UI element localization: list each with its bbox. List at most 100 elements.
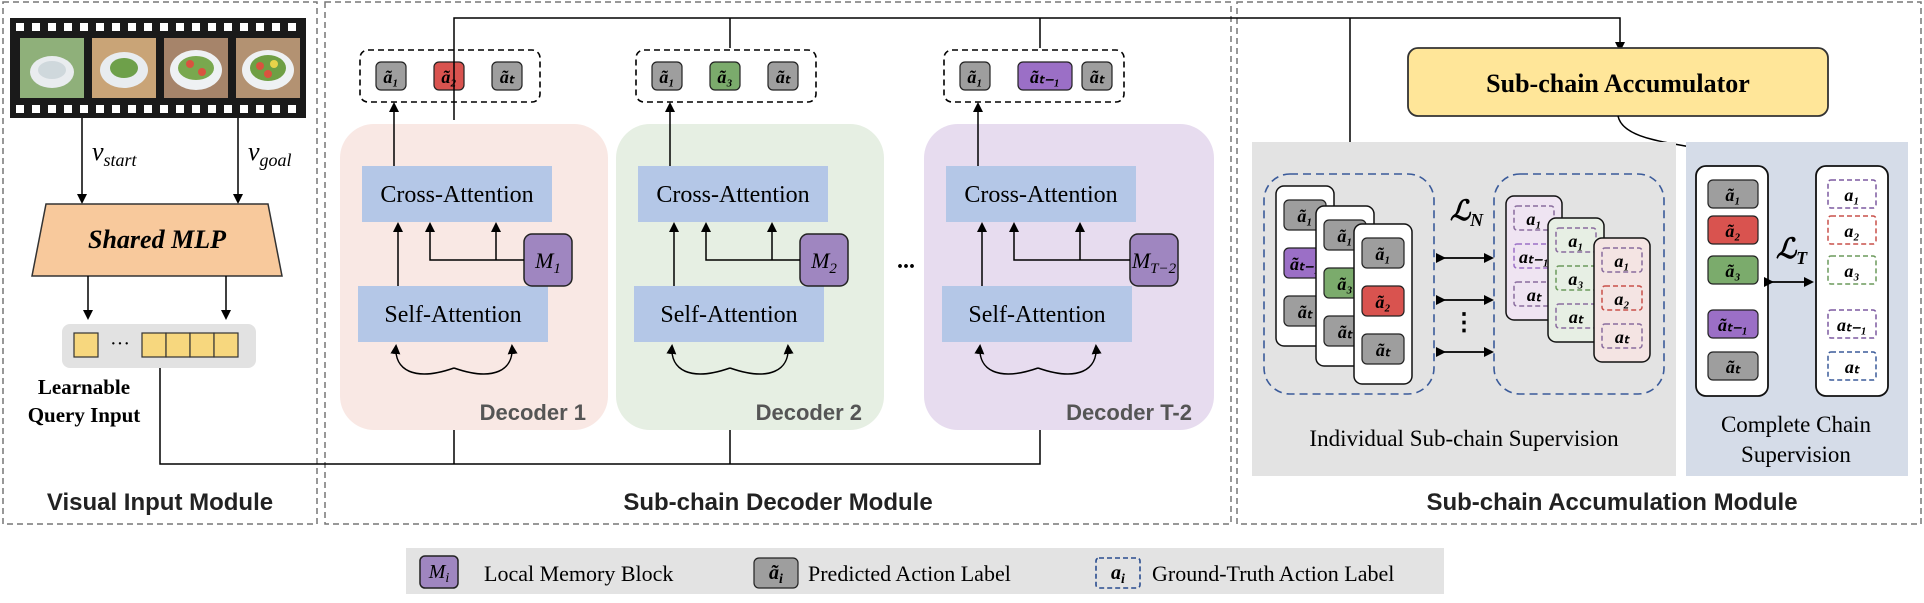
action-label: ã₁	[383, 67, 398, 87]
ground-truth-chip	[1601, 285, 1643, 311]
memory-symbol: M	[810, 248, 831, 273]
memory-symbol: M	[1131, 248, 1152, 273]
predicted-chip	[651, 61, 683, 91]
action-label: aₜ₋₁	[1837, 315, 1867, 335]
predicted-chip	[709, 61, 741, 91]
memory-to-cross-arrow	[1009, 222, 1130, 261]
cross-attention-block	[362, 166, 552, 222]
accumulation-internals: ã₁ãₜ₋₁ãₜã₁ã₃ãₜã₁ã₂ãₜa₁aₜ₋₁aₜa₁a…	[1263, 165, 1889, 397]
self-attention-block	[358, 286, 548, 342]
query-token	[213, 332, 239, 358]
legend-ground-truth-text: Ground-Truth Action Label	[1152, 561, 1394, 586]
ground-truth-chip	[1827, 351, 1877, 381]
action-label: ã₂	[1375, 292, 1390, 312]
action-label: ãₜ	[1726, 357, 1741, 377]
self-attention-block	[634, 286, 824, 342]
decoder-name: Decoder T-2	[1066, 400, 1192, 425]
v-goal-label: vgoal	[248, 137, 292, 170]
action-label: ãₜ₋₁	[1030, 67, 1060, 87]
film-sprocket	[16, 105, 24, 113]
self-attention-label: Self-Attention	[660, 302, 797, 328]
legend-memory-icon	[419, 555, 459, 589]
accumulation-module-frame	[1236, 1, 1922, 525]
query-token	[189, 332, 215, 358]
action-label: ãₜ	[1090, 67, 1105, 87]
local-memory-label: MT−2	[1131, 248, 1177, 277]
film-sprocket	[144, 23, 152, 31]
predicted-chip	[1707, 215, 1759, 245]
decoder-name: Decoder 2	[756, 400, 862, 425]
film-sprocket	[240, 23, 248, 31]
ground-truth-chip	[1513, 205, 1555, 231]
predicted-subchains-group	[1263, 173, 1435, 395]
ground-truth-chip	[1601, 323, 1643, 349]
top-route-line	[453, 17, 1625, 120]
decoder-name: Decoder 1	[480, 400, 586, 425]
visual-module-frame	[2, 1, 318, 525]
film-sprocket	[32, 23, 40, 31]
action-label: ã₃	[1337, 274, 1352, 294]
film-sprocket	[192, 105, 200, 113]
legend-box	[406, 548, 1444, 594]
query-token	[73, 332, 99, 358]
decoder-module-frame	[324, 1, 1232, 525]
memory-to-cross-arrow	[425, 222, 524, 261]
film-sprocket	[272, 23, 280, 31]
query-label-line1: Learnable	[38, 375, 130, 399]
predicted-chip	[1361, 237, 1405, 269]
action-label: ãₜ₋₁	[1718, 315, 1748, 335]
film-sprocket	[128, 23, 136, 31]
accumulation-module-title: Sub-chain Accumulation Module	[1426, 489, 1797, 516]
action-label: aₜ	[1569, 307, 1584, 327]
legend-predicted-icon-label: ãi	[769, 562, 783, 587]
cross-attention-label: Cross-Attention	[964, 182, 1117, 208]
film-sprocket	[112, 105, 120, 113]
film-sprocket	[96, 23, 104, 31]
decoder-output-box	[943, 49, 1125, 103]
ground-truth-subchains-group	[1493, 173, 1665, 395]
predicted-chip	[1707, 255, 1759, 285]
film-sprocket	[176, 23, 184, 31]
film-sprocket	[160, 105, 168, 113]
visual-module-title: Visual Input Module	[47, 489, 273, 516]
film-sprocket	[272, 105, 280, 113]
complete-supervision-label-1: Complete Chain	[1721, 412, 1872, 437]
film-sprocket	[128, 105, 136, 113]
film-sprocket	[224, 105, 232, 113]
ground-truth-chip	[1601, 247, 1643, 273]
v-start-label: vstart	[92, 137, 138, 170]
film-sprocket	[64, 105, 72, 113]
shared-mlp-label: Shared MLP	[88, 225, 227, 254]
action-label: ã₂	[1725, 221, 1740, 241]
film-sprocket	[192, 23, 200, 31]
action-label: ãₜ₋₁	[1290, 254, 1320, 274]
predicted-chip	[1361, 333, 1405, 365]
shared-mlp-block	[31, 203, 283, 277]
memory-symbol: M	[534, 248, 555, 273]
action-label: ãₜ	[776, 67, 791, 87]
query-label-line2: Query Input	[28, 403, 141, 427]
action-label: a₂	[1614, 289, 1629, 309]
action-label: a₁	[1526, 209, 1541, 229]
cross-attention-block	[638, 166, 828, 222]
complete-supervision-label-2: Supervision	[1741, 442, 1851, 467]
film-sprocket	[208, 105, 216, 113]
predicted-chip	[1017, 61, 1073, 91]
predicted-chip	[767, 61, 799, 91]
query-to-self-arrow	[666, 344, 731, 375]
self-attention-label: Self-Attention	[968, 302, 1105, 328]
film-sprocket	[64, 23, 72, 31]
film-sprocket	[240, 105, 248, 113]
action-label: a₁	[1614, 251, 1629, 271]
cross-attention-block	[946, 166, 1136, 222]
action-label: ã₃	[1725, 261, 1740, 281]
action-label: aₜ	[1845, 357, 1860, 377]
film-sprocket	[16, 23, 24, 31]
film-sprocket	[112, 23, 120, 31]
film-sprocket	[208, 23, 216, 31]
action-label: a₁	[1568, 231, 1583, 251]
predicted-chip	[375, 61, 407, 91]
action-label: ãₜ	[1376, 340, 1391, 360]
